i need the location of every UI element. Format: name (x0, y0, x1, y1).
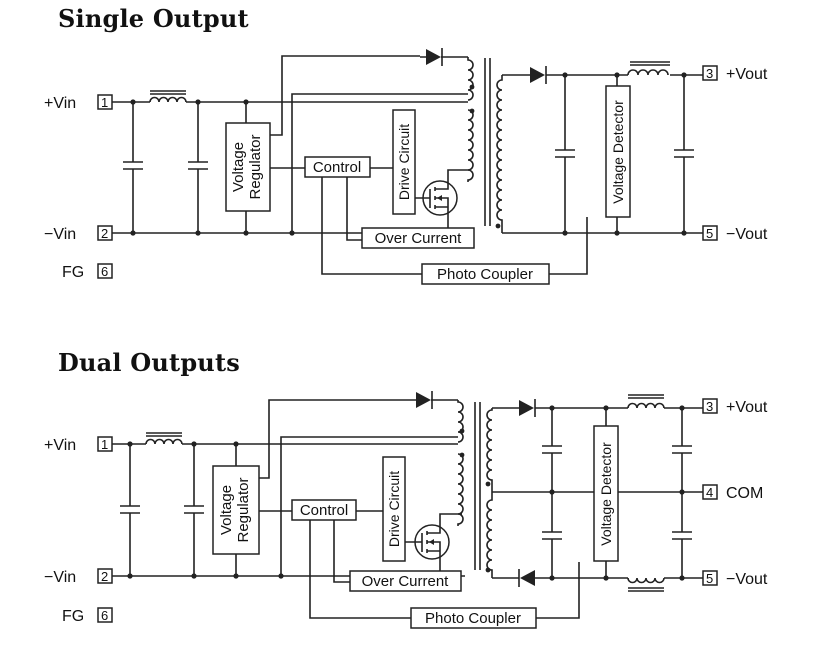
dual-outputs-schematic: +Vin 1 −Vin 2 FG 6 3 +Vout 4 COM 5 −Vout… (44, 391, 768, 629)
voltage-regulator-line2: Regulator (247, 134, 264, 199)
vin-neg-label: −Vin (44, 226, 76, 243)
pin-3-box-2 (702, 398, 718, 414)
over-current-block-2 (349, 570, 462, 592)
over-current-wire-2 (333, 520, 350, 583)
pin-4-number: 4 (706, 485, 713, 500)
aux-diode (420, 48, 468, 66)
output-inductor-pos (627, 394, 665, 409)
over-current-label: Over Current (375, 230, 463, 247)
fg-label-2: FG (62, 608, 84, 625)
photo-coupler-wires-2 (309, 520, 580, 619)
aux-winding-wires-2 (259, 399, 458, 576)
mosfet-switch (415, 169, 470, 233)
pin-3-box (702, 65, 718, 81)
voltage-regulator-block: Voltage Regulator (225, 102, 271, 233)
photo-coupler-label: Photo Coupler (437, 266, 533, 283)
pin-2-number-2: 2 (101, 569, 108, 584)
voltage-regulator-block-2: Voltage Regulator (212, 444, 260, 576)
output-capacitor-1 (555, 75, 575, 233)
transformer-2 (457, 400, 493, 578)
input-junctions-2 (127, 441, 406, 579)
photo-coupler-block (421, 263, 550, 285)
vout-neg-label-2: −Vout (726, 571, 768, 588)
control-block-2 (291, 499, 357, 521)
pin-6-box (97, 263, 113, 279)
pin-1-number: 1 (101, 95, 108, 110)
transformer (467, 57, 503, 233)
voltage-detector-block-2 (593, 425, 619, 562)
input-capacitor-2-2 (184, 444, 204, 576)
aux-diode-2 (412, 391, 458, 409)
over-current-block (361, 227, 475, 249)
output-inductor (627, 61, 670, 76)
pin-1-number-2: 1 (101, 437, 108, 452)
control-label: Control (313, 159, 361, 176)
input-inductor (149, 90, 187, 103)
pin-3-number-2: 3 (706, 399, 713, 414)
photo-coupler-wires (321, 177, 588, 275)
pin-6-box-2 (97, 607, 113, 623)
fg-label: FG (62, 264, 84, 281)
output-rails (502, 74, 703, 234)
vin-pos-label-2: +Vin (44, 437, 76, 454)
drive-circuit-label: Drive Circuit (396, 124, 412, 200)
pin-5-number-2: 5 (706, 571, 713, 586)
dual-outputs-title: Dual Outputs (58, 348, 240, 377)
output-diode-pos (519, 399, 536, 417)
single-output-title: Single Output (58, 4, 249, 33)
input-capacitor-2 (188, 102, 208, 233)
control-block (304, 156, 371, 178)
single-output-schematic: +Vin 1 −Vin 2 FG 6 3 +Vout 5 −Vout Volta… (44, 48, 768, 285)
vin-neg-label-2: −Vin (44, 569, 76, 586)
output-inductor-neg (627, 577, 665, 592)
pin-2-number: 2 (101, 226, 108, 241)
com-label: COM (726, 485, 763, 502)
aux-winding-wires (270, 55, 468, 233)
over-current-wire (346, 177, 362, 241)
input-inductor-2 (145, 432, 183, 445)
pin-6-number: 6 (101, 264, 108, 279)
voltage-detector-block (605, 85, 631, 218)
input-capacitor-1-2 (120, 444, 140, 576)
output-diode (530, 66, 547, 84)
voltage-regulator-line1-2: Voltage (218, 485, 235, 535)
input-rails-2 (112, 443, 465, 577)
output-junctions (562, 72, 687, 236)
output-capacitor-2 (674, 75, 694, 233)
vout-pos-label: +Vout (726, 66, 768, 83)
mosfet-switch-2 (405, 513, 462, 576)
pin-3-number: 3 (706, 66, 713, 81)
voltage-detector-label: Voltage Detector (610, 100, 626, 204)
output-capacitors-2 (542, 408, 692, 578)
control-label-2: Control (300, 502, 348, 519)
output-diode-neg (518, 569, 535, 587)
vout-pos-label-2: +Vout (726, 399, 768, 416)
voltage-regulator-line2-2: Regulator (235, 477, 252, 542)
photo-coupler-label-2: Photo Coupler (425, 610, 521, 627)
voltage-regulator-line1: Voltage (230, 142, 247, 192)
input-capacitor-1 (123, 102, 143, 233)
over-current-label-2: Over Current (362, 573, 450, 590)
voltage-detector-label-2: Voltage Detector (598, 442, 614, 546)
drive-circuit-block-2 (382, 456, 406, 562)
drive-circuit-block (392, 109, 416, 215)
pin-5-number: 5 (706, 226, 713, 241)
drive-circuit-label-2: Drive Circuit (386, 471, 402, 547)
photo-coupler-block-2 (410, 607, 537, 629)
pin-6-number-2: 6 (101, 608, 108, 623)
vout-neg-label: −Vout (726, 226, 768, 243)
vin-pos-label: +Vin (44, 95, 76, 112)
